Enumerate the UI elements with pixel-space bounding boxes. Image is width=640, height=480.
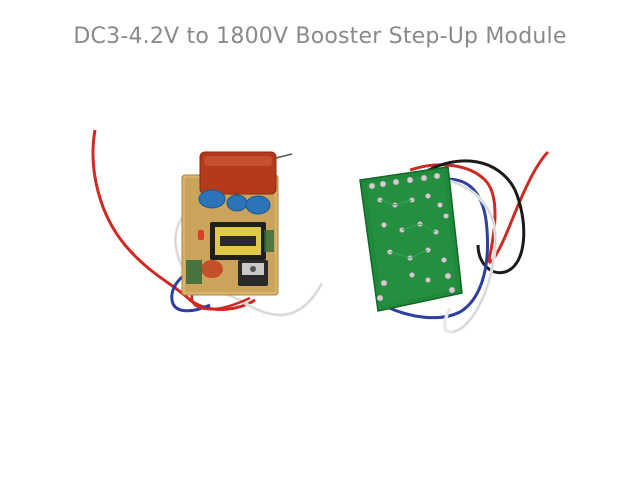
resistor-orange: [201, 260, 223, 278]
module-back-view: [359, 150, 550, 334]
ceramic-cap-2: [226, 194, 248, 212]
blue-wire-right: [384, 177, 490, 320]
module-front-view: [91, 129, 324, 317]
red-led: [198, 230, 204, 240]
red-wire-right: [409, 150, 550, 264]
ceramic-cap-3: [245, 195, 271, 215]
ceramic-cap-1: [198, 189, 226, 209]
product-title: DC3-4.2V to 1800V Booster Step-Up Module: [73, 24, 567, 49]
